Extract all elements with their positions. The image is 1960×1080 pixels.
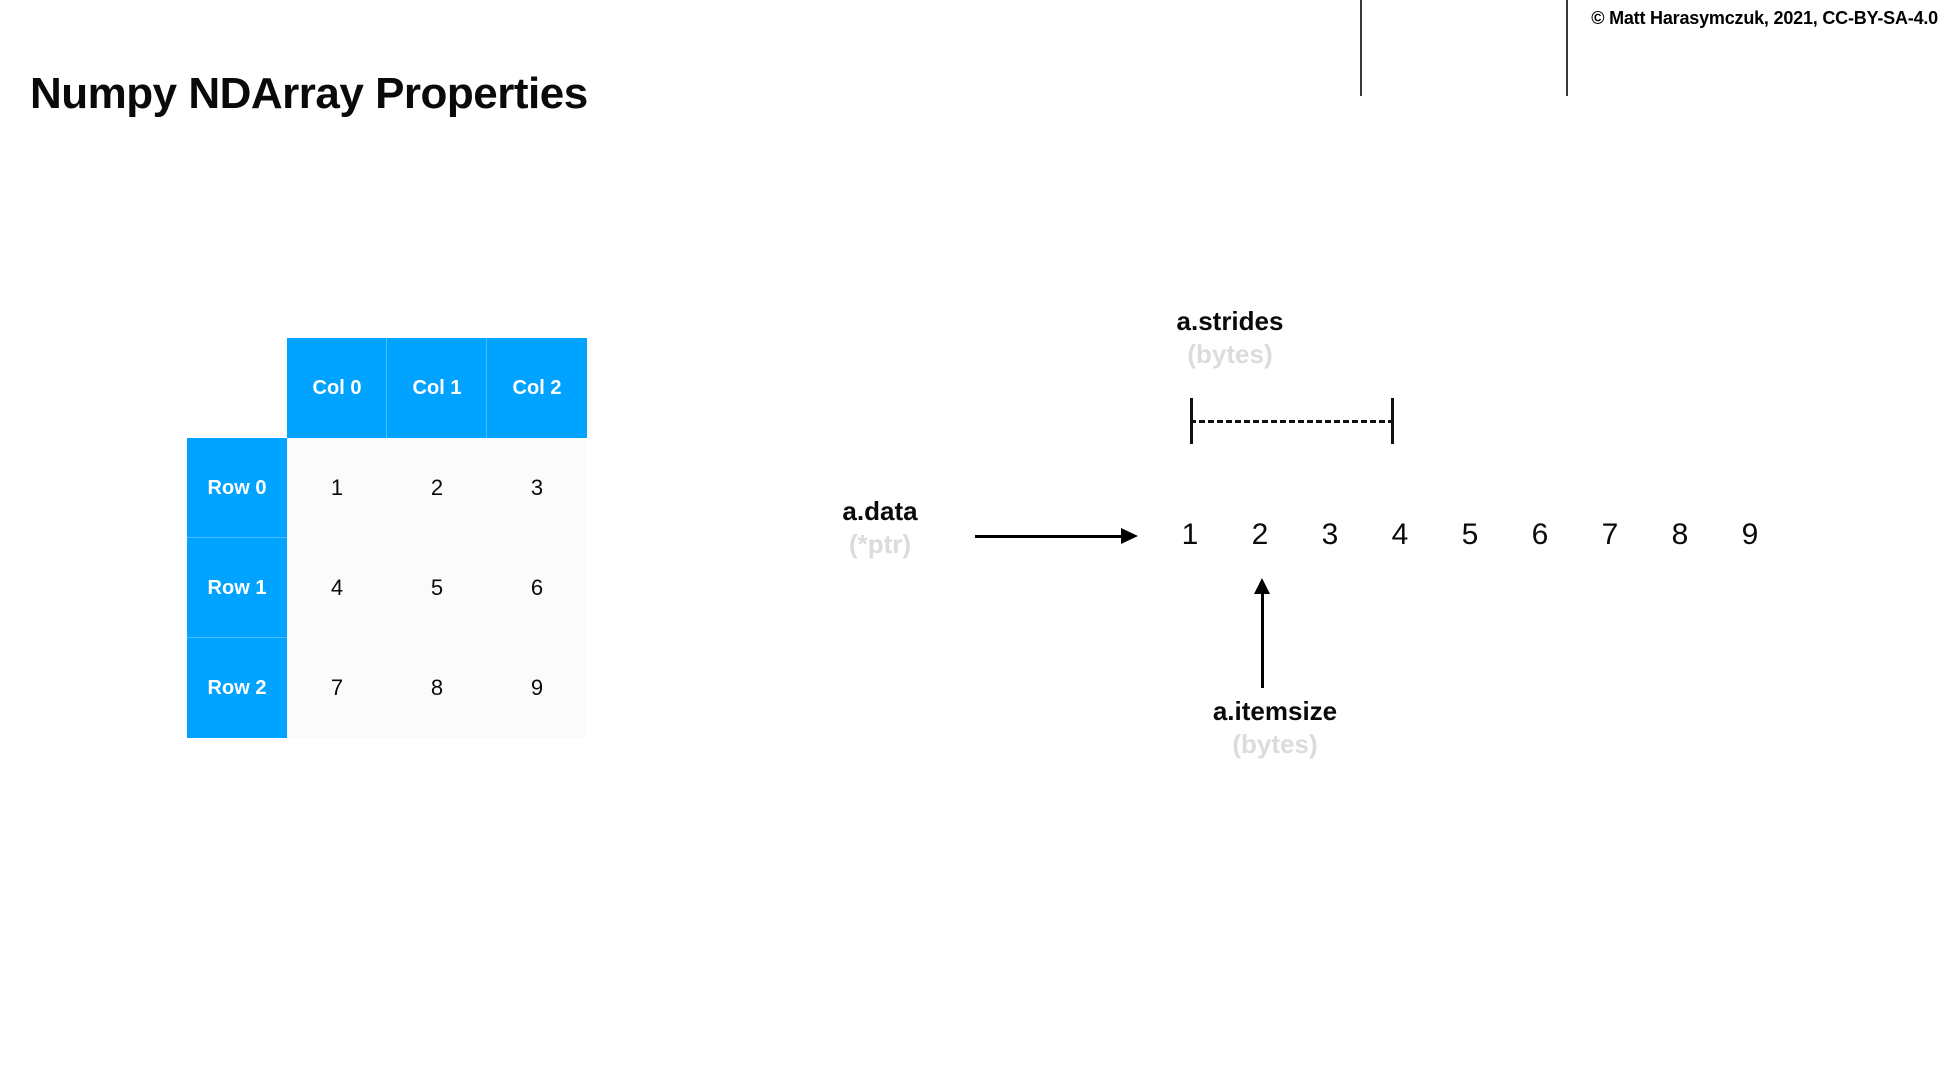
flat-cell-5: 6: [1531, 518, 1549, 551]
page-title: Numpy NDArray Properties: [30, 69, 588, 119]
flat-cell-2: 3: [1321, 518, 1339, 551]
itemsize-property-name: a.itemsize: [1212, 696, 1338, 726]
strides-bracket-right-tick: [1391, 398, 1394, 444]
table-corner-spacer: [187, 338, 287, 438]
cell-0-1: 2: [387, 438, 487, 538]
flat-cell-4: 5: [1461, 518, 1479, 551]
itemsize-arrow-head: [1254, 578, 1270, 594]
cell-1-0: 4: [287, 538, 387, 638]
cell-0-2: 3: [487, 438, 587, 538]
data-arrow-shaft: [975, 535, 1125, 538]
data-property-name: a.data: [842, 496, 918, 526]
itemsize-arrow-shaft: [1261, 590, 1264, 688]
cell-2-2: 9: [487, 638, 587, 738]
cell-1-1: 5: [387, 538, 487, 638]
cell-0-0: 1: [287, 438, 387, 538]
column-header-row: Col 0 Col 1 Col 2: [287, 338, 587, 438]
flat-memory-array: 1 2 3 4 5 6 7 8 9: [1155, 500, 1785, 570]
table-row: 4 5 6: [287, 538, 587, 638]
column-header-col-2: Col 2: [487, 338, 587, 438]
itemsize-arrow-icon: [1252, 578, 1274, 688]
cell-2-1: 8: [387, 638, 487, 738]
flat-cell-6: 7: [1601, 518, 1619, 551]
table-row: 7 8 9: [287, 638, 587, 738]
row-header-row-0: Row 0: [187, 438, 287, 538]
table-row: 1 2 3: [287, 438, 587, 538]
row-header-row-1: Row 1: [187, 538, 287, 638]
itemsize-label-group: a.itemsize (bytes): [1175, 695, 1375, 760]
flat-cell-8: 9: [1741, 518, 1759, 551]
itemsize-property-unit: (bytes): [1232, 728, 1318, 759]
strides-span-bracket: [1190, 398, 1394, 444]
flat-cell-1: 2: [1251, 518, 1269, 551]
data-pointer-arrow-icon: [975, 525, 1138, 549]
strides-property-name: a.strides: [1176, 306, 1284, 336]
strides-property-unit: (bytes): [1187, 338, 1273, 369]
copyright-notice: © Matt Harasymczuk, 2021, CC-BY-SA-4.0: [1591, 8, 1938, 28]
strides-dashed-line: [1190, 420, 1394, 423]
row-header-column: Row 0 Row 1 Row 2: [187, 438, 287, 738]
cell-2-0: 7: [287, 638, 387, 738]
cell-1-2: 6: [487, 538, 587, 638]
strides-label-group: a.strides (bytes): [1140, 305, 1320, 370]
matrix-table: Col 0 Col 1 Col 2 Row 0 Row 1 Row 2 1 2 …: [187, 338, 587, 740]
data-arrow-head: [1121, 528, 1138, 544]
row-header-row-2: Row 2: [187, 638, 287, 738]
matrix-body: 1 2 3 4 5 6 7 8 9: [287, 438, 587, 738]
flat-cell-7: 8: [1671, 518, 1689, 551]
flat-cell-3: 4: [1391, 518, 1409, 551]
flat-array-row-separator-2: [1566, 0, 1568, 96]
data-property-unit: (*ptr): [848, 528, 912, 559]
flat-cell-0: 1: [1181, 518, 1199, 551]
flat-array-row-separator-1: [1360, 0, 1362, 96]
column-header-col-0: Col 0: [287, 338, 387, 438]
column-header-col-1: Col 1: [387, 338, 487, 438]
data-label-group: a.data (*ptr): [800, 495, 960, 560]
